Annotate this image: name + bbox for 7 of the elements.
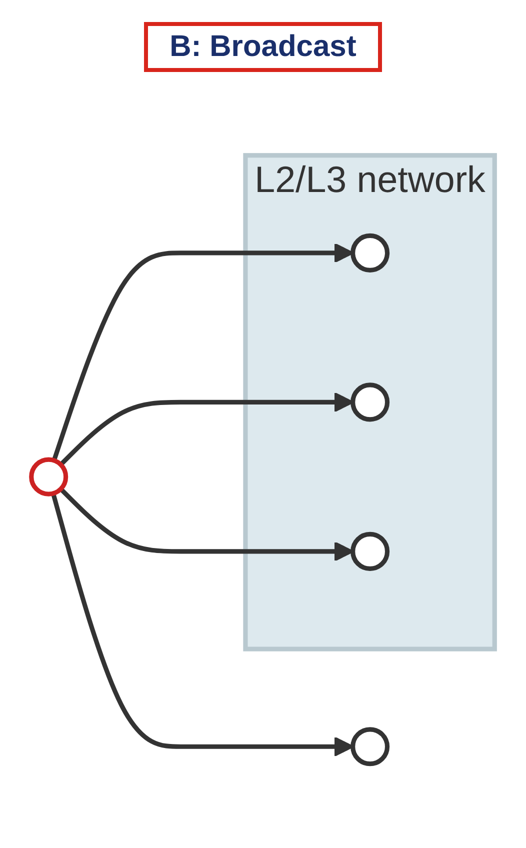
node-circle [350,234,390,273]
cluster: L2/L3 network [243,153,497,652]
node-circle [29,458,68,497]
node-circle [350,728,390,767]
node-circle [350,383,390,422]
diagram-title: B: Broadcast [144,22,382,72]
node-circle [350,532,390,572]
